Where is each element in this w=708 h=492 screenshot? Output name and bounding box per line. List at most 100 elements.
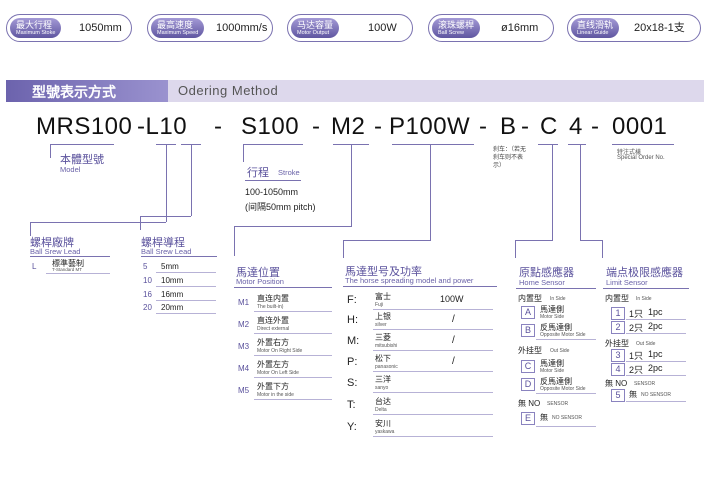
divider — [603, 288, 689, 289]
limit-option-en: 2pc — [648, 363, 663, 373]
connector — [580, 240, 602, 241]
limit-code: 1 — [611, 307, 625, 320]
connector — [343, 240, 344, 258]
home-option-en: Opposite Motor Side — [540, 332, 586, 338]
home-option-en: Motor Side — [540, 368, 565, 374]
limit-option-en: 1pc — [648, 307, 663, 317]
home-inner-en: In Side — [550, 296, 566, 302]
model-label-en: Model — [60, 165, 81, 174]
divider — [156, 300, 216, 301]
home-option: 無 — [540, 413, 548, 422]
guide-value: 16mm — [161, 290, 184, 299]
code-lead: -L10 — [137, 113, 188, 140]
connector — [191, 144, 192, 216]
home-code: B — [521, 324, 535, 337]
motor-brand-en: silver — [375, 322, 387, 328]
motor-brand-en: sanyo — [375, 385, 389, 391]
special-order-label: 特注式樣 — [617, 150, 642, 156]
home-option: 馬達側 — [540, 359, 564, 368]
guide-value: 10mm — [161, 276, 184, 285]
motor-code: M: — [347, 335, 360, 347]
motor-position-code: M5 — [238, 386, 250, 395]
divider — [254, 377, 332, 378]
divider — [373, 371, 493, 372]
motor-brand: 台达 — [375, 397, 391, 406]
divider — [156, 272, 216, 273]
motor-code: H: — [347, 314, 358, 326]
divider — [254, 355, 332, 356]
limit-code: 4 — [611, 363, 625, 376]
home-option: 馬達側 — [540, 305, 564, 314]
divider — [343, 286, 497, 287]
motor-brand-en: Delta — [375, 407, 387, 413]
divider — [373, 392, 493, 393]
connector — [552, 144, 553, 240]
connector — [234, 226, 352, 227]
home-sensor-label: 原點感應器 — [519, 267, 574, 279]
limit-none: 無 NO — [605, 379, 628, 388]
code-dash: - — [214, 113, 223, 140]
connector — [156, 144, 176, 145]
divider — [30, 256, 110, 257]
home-option: 反馬達側 — [540, 323, 572, 332]
lead-value: 標準藝制 — [52, 259, 84, 268]
home-option: 反馬達側 — [540, 377, 572, 386]
motor-power: / — [452, 335, 455, 346]
spec-value: 1050mm — [79, 22, 122, 34]
connector — [30, 222, 31, 236]
motor-code: Y: — [347, 421, 357, 433]
home-inner: 内置型 — [518, 294, 542, 303]
brake-note: 刹车：（若无刹车则不表示） — [493, 147, 527, 169]
guide-label: 螺桿導程 — [141, 237, 185, 249]
motor-position-code: M2 — [238, 320, 250, 329]
lead-code: L — [32, 262, 37, 271]
motor-position-value-en: Motor in the side — [257, 392, 294, 398]
connector — [50, 144, 51, 158]
limit-outer: 外挂型 — [605, 339, 629, 348]
motor-position-code: M1 — [238, 298, 250, 307]
guide-code: 16 — [143, 290, 152, 299]
divider — [536, 393, 596, 394]
limit-outer-en: Out Side — [636, 341, 656, 347]
code-limit-sensor: 4 — [569, 113, 583, 140]
home-sensor-label-en: Home Sensor — [519, 278, 565, 287]
motor-position-value-en: The built-in) — [257, 304, 284, 310]
divider — [245, 180, 301, 181]
section-subtitle: Odering Method — [178, 83, 279, 98]
code-dash: - — [312, 113, 321, 140]
divider — [254, 311, 332, 312]
motor-power: / — [452, 314, 455, 325]
code-dash: - — [521, 113, 530, 140]
spec-value: 20x18-1支 — [634, 22, 685, 34]
connector — [580, 144, 581, 240]
code-motor-position: M2 — [331, 113, 366, 140]
section-title: 型號表示方式 — [32, 84, 116, 100]
limit-option-en: NO SENSOR — [641, 392, 672, 398]
home-code: C — [521, 360, 535, 373]
stroke-pitch: (间隔50mm pitch) — [245, 202, 316, 212]
motor-position-value: 直连外置 — [257, 316, 289, 325]
motor-brand-en: mitsubishi — [375, 343, 398, 349]
divider — [156, 313, 216, 314]
connector — [538, 144, 558, 145]
home-option-en: Opposite Motor Side — [540, 386, 586, 392]
motor-position-label: 馬達位置 — [236, 267, 280, 279]
limit-inner-en: In Side — [636, 296, 652, 302]
limit-code: 5 — [611, 389, 625, 402]
connector — [30, 222, 166, 223]
motor-model-label-en: The horse spreading model and power — [345, 276, 474, 285]
motor-model-label: 馬達型号及功率 — [345, 266, 422, 278]
connector — [515, 240, 553, 241]
code-stroke: S100 — [241, 113, 300, 140]
special-order-label-en: Special Order No. — [617, 155, 665, 161]
limit-option: 2只 — [629, 323, 644, 333]
connector — [50, 144, 114, 145]
guide-value: 5mm — [161, 262, 179, 271]
home-code: E — [521, 412, 535, 425]
spec-value: ø16mm — [501, 22, 539, 34]
motor-brand: 安川 — [375, 419, 391, 428]
motor-brand-en: Fuji — [375, 302, 384, 308]
divider — [373, 329, 493, 330]
